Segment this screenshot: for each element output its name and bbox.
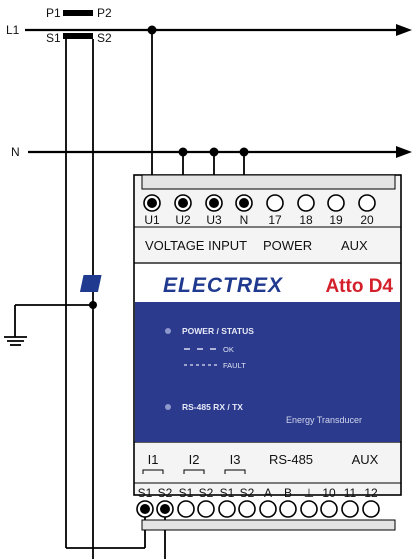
terminal-label-u1: U1 bbox=[144, 213, 160, 227]
group-label-i3: I3 bbox=[230, 452, 241, 467]
panel-power-status: POWER / STATUS bbox=[182, 326, 254, 336]
terminal-11 bbox=[341, 500, 359, 518]
bottom-terminal-block bbox=[136, 500, 380, 518]
bottom-label-12: 12 bbox=[364, 486, 378, 500]
bottom-label-4: S2 bbox=[199, 486, 214, 500]
junction-n-3 bbox=[239, 147, 249, 157]
brand-name: ELECTREX bbox=[163, 274, 284, 297]
bottom-group-brackets bbox=[142, 469, 246, 474]
terminal-20 bbox=[358, 194, 376, 212]
led-rs485 bbox=[165, 404, 171, 410]
junction-ground bbox=[89, 301, 97, 309]
panel-subtitle: Energy Transducer bbox=[286, 415, 362, 425]
panel-ok: OK bbox=[223, 345, 234, 354]
group-label-power: POWER bbox=[263, 238, 312, 253]
group-label-voltage-input: VOLTAGE INPUT bbox=[145, 238, 247, 253]
line-n-arrow bbox=[396, 146, 412, 158]
junction-n-2 bbox=[209, 147, 219, 157]
junction-n-1 bbox=[178, 147, 188, 157]
line-l1-label: L1 bbox=[6, 23, 20, 37]
bottom-label-3: S1 bbox=[179, 486, 194, 500]
bottom-label-9: ⊥ bbox=[304, 486, 314, 500]
line-l1: L1 bbox=[6, 23, 412, 37]
model-name: Atto D4 bbox=[325, 276, 393, 297]
group-label-i1: I1 bbox=[148, 452, 159, 467]
bottom-label-5: S1 bbox=[220, 486, 235, 500]
terminal-label-19: 19 bbox=[329, 213, 343, 227]
ct-p2-label: P2 bbox=[97, 6, 112, 20]
terminal-label-u3: U3 bbox=[206, 213, 222, 227]
terminal-a bbox=[259, 500, 277, 518]
led-power-status bbox=[165, 328, 171, 334]
bottom-label-11: 11 bbox=[344, 486, 357, 500]
line-l1-arrow bbox=[396, 24, 412, 36]
bottom-terminal-labels: S1 S2 S1 S2 S1 S2 A B ⊥ 10 11 12 bbox=[138, 486, 378, 500]
terminal-17 bbox=[266, 194, 284, 212]
panel-rs485: RS-485 RX / TX bbox=[182, 402, 243, 412]
bottom-label-1: S1 bbox=[138, 486, 153, 500]
terminal-19 bbox=[327, 194, 345, 212]
ct-s1-label: S1 bbox=[46, 31, 61, 45]
terminal-gnd bbox=[300, 500, 318, 518]
terminal-i2-s2 bbox=[197, 500, 215, 518]
group-label-rs485: RS-485 bbox=[269, 452, 313, 467]
terminal-10 bbox=[320, 500, 338, 518]
ground-icon bbox=[4, 305, 27, 346]
terminal-i3-s2 bbox=[238, 500, 256, 518]
terminal-b bbox=[279, 500, 297, 518]
bottom-label-2: S2 bbox=[158, 486, 173, 500]
terminal-label-u2: U2 bbox=[175, 213, 191, 227]
voltage-taps bbox=[151, 30, 245, 198]
bottom-label-7: A bbox=[264, 486, 272, 500]
panel-fault: FAULT bbox=[223, 361, 246, 370]
junction-l1 bbox=[147, 25, 157, 35]
ct-p1-label: P1 bbox=[46, 6, 61, 20]
front-panel: POWER / STATUS OK FAULT RS-485 RX / TX E… bbox=[135, 302, 400, 442]
group-label-aux-top: AUX bbox=[341, 238, 368, 253]
bottom-label-10: 10 bbox=[322, 486, 336, 500]
bottom-label-6: S2 bbox=[240, 486, 255, 500]
terminal-18 bbox=[297, 194, 315, 212]
ct-s2-label: S2 bbox=[97, 31, 112, 45]
terminal-label-n: N bbox=[240, 213, 249, 227]
terminal-i2-s1 bbox=[177, 500, 195, 518]
top-terminal-block: U1 U2 U3 N 17 18 19 20 bbox=[143, 194, 376, 227]
bottom-label-8: B bbox=[284, 486, 292, 500]
brand-strip: ELECTREX Atto D4 bbox=[79, 264, 400, 302]
electrex-logo-icon bbox=[79, 275, 161, 292]
terminal-label-18: 18 bbox=[299, 213, 313, 227]
terminal-i3-s1 bbox=[218, 500, 236, 518]
group-label-i2: I2 bbox=[189, 452, 200, 467]
line-n-label: N bbox=[11, 145, 20, 159]
group-label-aux-bottom: AUX bbox=[352, 452, 379, 467]
terminal-label-17: 17 bbox=[268, 213, 282, 227]
terminal-label-20: 20 bbox=[360, 213, 374, 227]
current-transformer: P1 P2 S1 S2 bbox=[46, 6, 112, 45]
terminal-12 bbox=[362, 500, 380, 518]
